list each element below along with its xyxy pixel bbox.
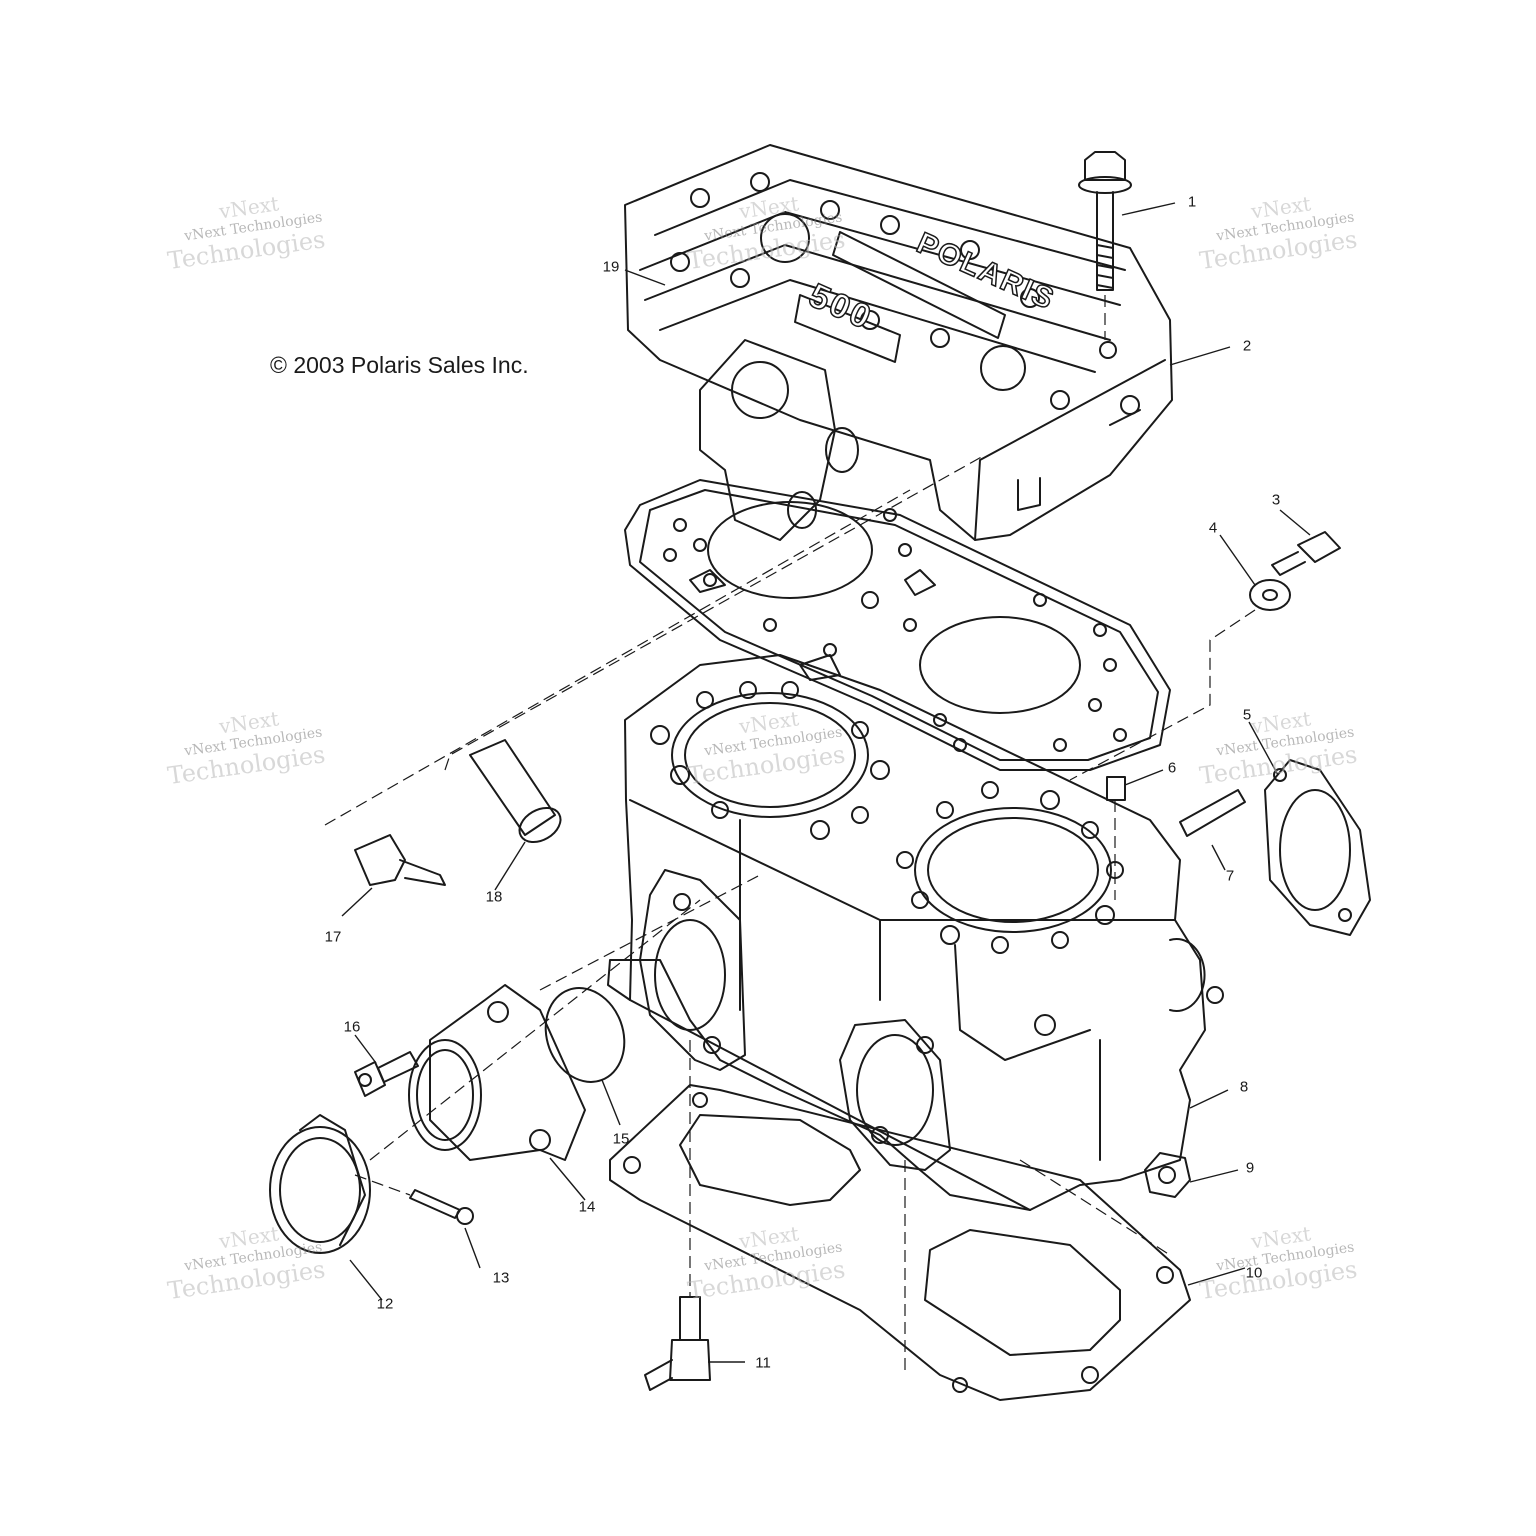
callout-6: 6 xyxy=(1167,759,1177,777)
o-ring-part-15 xyxy=(544,987,626,1083)
cylinder-block-part-8 xyxy=(607,654,1224,1211)
exhaust-gasket-part-5 xyxy=(1264,759,1371,936)
callout-19: 19 xyxy=(602,258,620,276)
callout-15: 15 xyxy=(612,1130,630,1148)
callout-1: 1 xyxy=(1187,193,1197,211)
sleeve-part-18 xyxy=(469,739,562,844)
callout-5: 5 xyxy=(1242,706,1252,724)
screw-part-3 xyxy=(1271,531,1341,576)
callout-14: 14 xyxy=(578,1198,596,1216)
washer-part-4 xyxy=(1249,579,1291,611)
callout-12: 12 xyxy=(376,1295,394,1313)
callout-3: 3 xyxy=(1271,491,1281,509)
callout-13: 13 xyxy=(492,1269,510,1287)
callout-8: 8 xyxy=(1239,1078,1249,1096)
temperature-sensor-part-17 xyxy=(354,834,446,886)
exhaust-port-rear xyxy=(839,1019,951,1171)
callout-16: 16 xyxy=(343,1018,361,1036)
bolt-part-1 xyxy=(1078,151,1132,291)
stud-part-7 xyxy=(1179,789,1246,837)
screw-part-13 xyxy=(409,1189,474,1225)
alignment-lines xyxy=(324,295,1256,1370)
callout-2: 2 xyxy=(1242,337,1252,355)
intake-manifold-part-14 xyxy=(408,984,586,1161)
callout-17: 17 xyxy=(324,928,342,946)
callout-9: 9 xyxy=(1245,1159,1255,1177)
copyright-notice: © 2003 Polaris Sales Inc. xyxy=(270,352,529,378)
cover-emboss-outline xyxy=(794,231,1006,363)
dowel-pin-part-6 xyxy=(1106,776,1126,801)
clamp-part-12 xyxy=(269,1114,371,1254)
bolt-part-16 xyxy=(354,1051,419,1097)
callout-4: 4 xyxy=(1208,519,1218,537)
cylinder-head-cover-part-2 xyxy=(624,144,1173,541)
water-outlet-housing xyxy=(699,339,859,541)
leader-lines xyxy=(341,202,1311,1363)
nut-part-9 xyxy=(1144,1152,1191,1198)
head-gasket-part-19 xyxy=(624,479,1171,771)
callout-18: 18 xyxy=(485,888,503,906)
exhaust-port-front xyxy=(639,869,746,1071)
callout-10: 10 xyxy=(1245,1264,1263,1282)
callout-7: 7 xyxy=(1225,867,1235,885)
callout-11: 11 xyxy=(755,1354,771,1372)
fitting-part-11 xyxy=(644,1296,711,1391)
base-gasket-part-10 xyxy=(609,1084,1191,1401)
